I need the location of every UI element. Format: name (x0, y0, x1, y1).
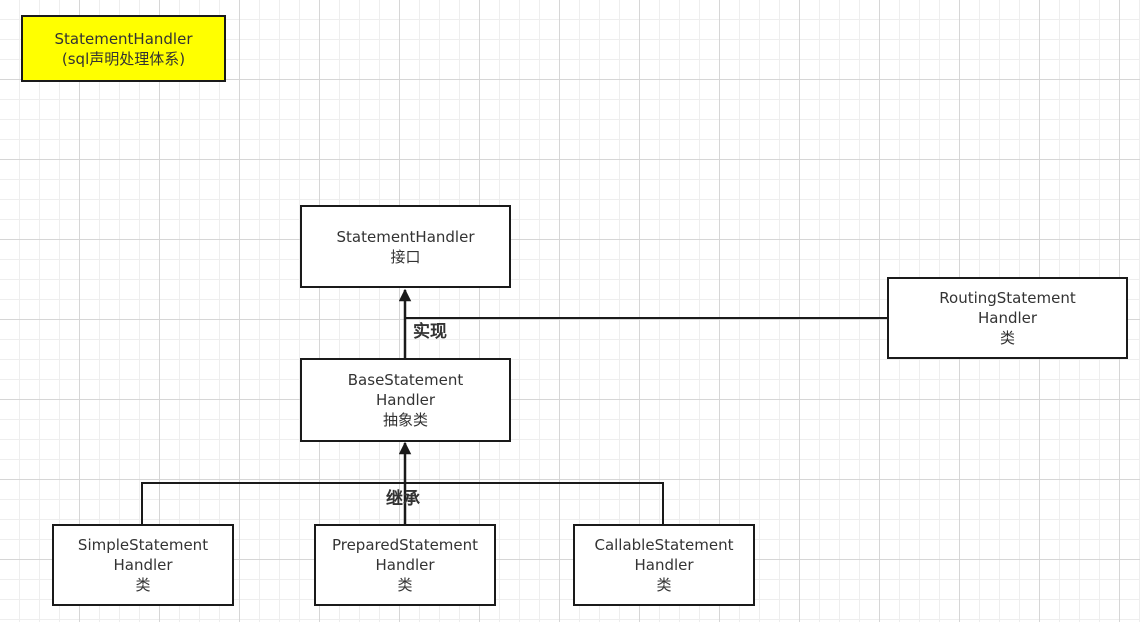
inherits-bus (141, 482, 664, 524)
statement-handler-name: StatementHandler (336, 227, 475, 246)
implements-label: 实现 (413, 322, 447, 342)
title-note-line2: (sql声明处理体系) (61, 49, 186, 68)
inherits-label: 继承 (386, 489, 420, 509)
base-name-line1: BaseStatement (347, 371, 464, 389)
simple-name-line2: Handler (113, 556, 173, 574)
callable-kind: 类 (656, 576, 672, 594)
prepared-kind: 类 (397, 576, 413, 594)
callable-statement-handler-box[interactable]: CallableStatement Handler 类 (573, 524, 755, 606)
callable-name-line2: Handler (634, 556, 694, 574)
statement-handler-kind: 接口 (390, 247, 421, 266)
routing-statement-handler-box[interactable]: RoutingStatement Handler 类 (887, 277, 1128, 359)
base-kind: 抽象类 (382, 411, 428, 429)
base-name-line2: Handler (375, 391, 436, 409)
prepared-statement-handler-box[interactable]: PreparedStatement Handler 类 (314, 524, 496, 606)
simple-statement-handler-box[interactable]: SimpleStatement Handler 类 (52, 524, 234, 606)
prepared-name-line1: PreparedStatement (331, 536, 479, 554)
routing-name-line2: Handler (977, 309, 1038, 327)
base-statement-handler-box[interactable]: BaseStatement Handler 抽象类 (300, 358, 511, 442)
routing-kind: 类 (999, 329, 1015, 347)
simple-kind: 类 (135, 576, 151, 594)
callable-name-line1: CallableStatement (594, 536, 734, 554)
title-note-line1: StatementHandler (54, 29, 193, 48)
simple-name-line1: SimpleStatement (77, 536, 209, 554)
routing-name-line1: RoutingStatement (939, 289, 1076, 307)
title-note: StatementHandler (sql声明处理体系) (21, 15, 226, 82)
prepared-name-line2: Handler (375, 556, 435, 574)
statement-handler-interface-box[interactable]: StatementHandler 接口 (300, 205, 511, 288)
